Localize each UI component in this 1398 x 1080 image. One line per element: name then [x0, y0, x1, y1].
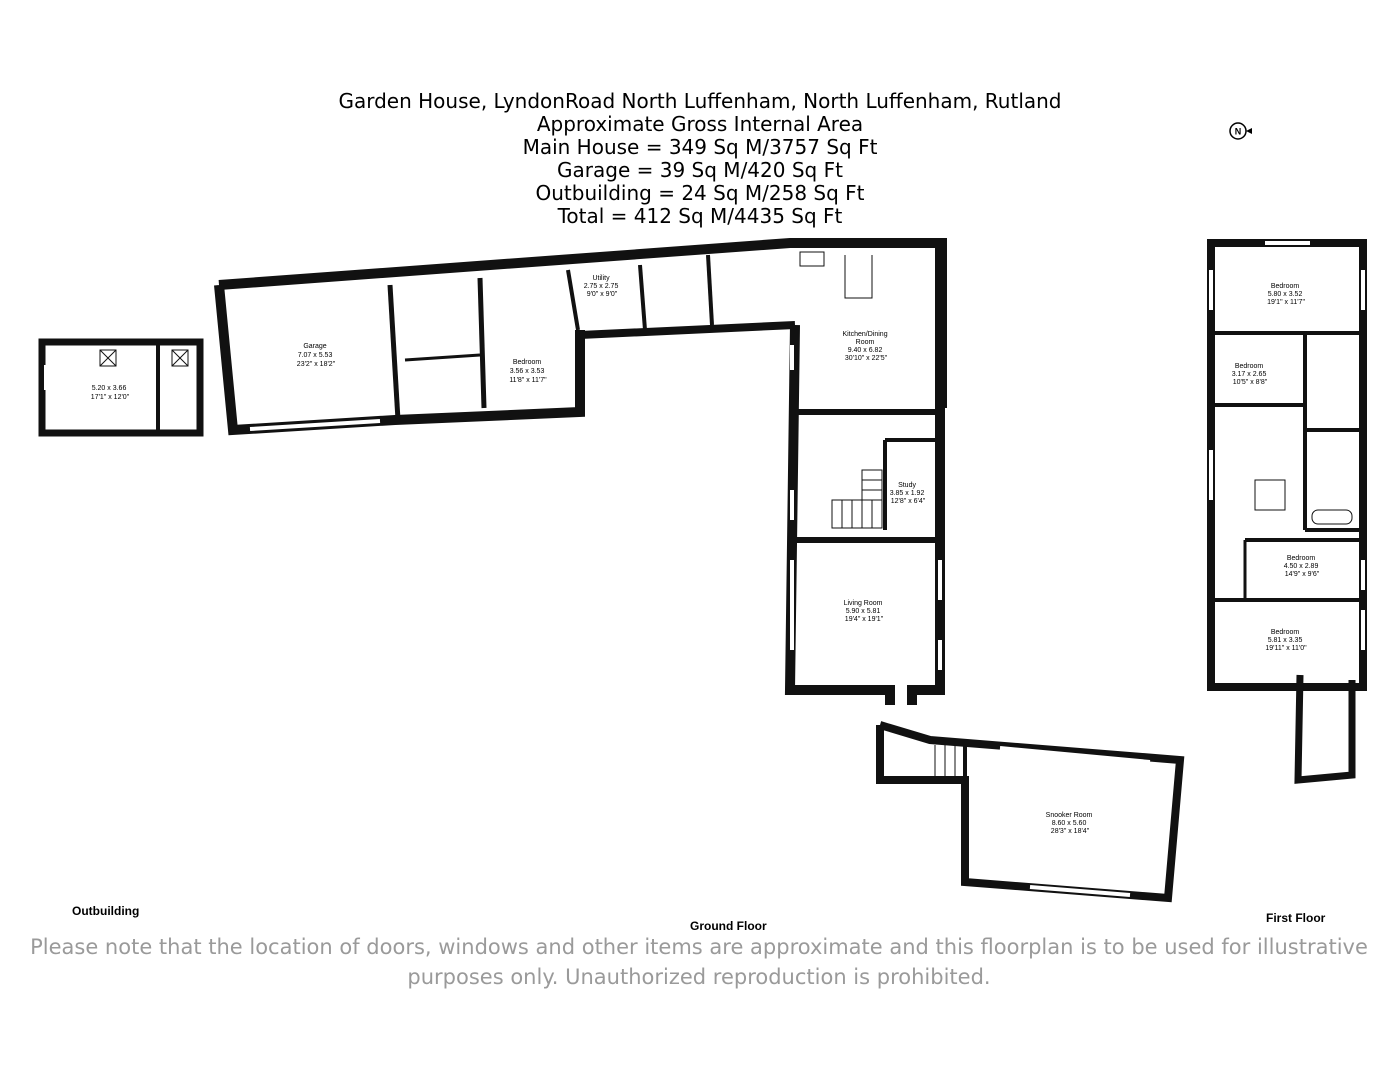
- garage-label: Garage 7.07 x 5.53 23'2" x 18'2": [297, 343, 336, 368]
- disclaimer-text: Please note that the location of doors, …: [20, 932, 1378, 992]
- first-bedroom-4-label: Bedroom 5.81 x 3.35 19'11" x 11'0": [1265, 629, 1307, 652]
- utility-label: Utility 2.75 x 2.75 9'0" x 9'0": [584, 275, 621, 298]
- disclaimer-line-1: Please note that the location of doors, …: [30, 935, 1368, 959]
- first-bedroom-2-label: Bedroom 3.17 x 2.65 10'5" x 8'8": [1232, 363, 1269, 386]
- outbuilding-floor-label: Outbuilding: [72, 904, 140, 918]
- plan-header: Garden House, LyndonRoad North Luffenham…: [300, 90, 1100, 228]
- disclaimer-line-2: purposes only. Unauthorized reproduction…: [407, 965, 991, 989]
- compass-label: N: [1235, 127, 1242, 137]
- first-bedroom-1-label: Bedroom 5.80 x 3.52 19'1" x 11'7": [1267, 283, 1305, 306]
- ground-floor-label: Ground Floor: [690, 919, 767, 933]
- study-label: Study 3.85 x 1.92 12'8" x 6'4": [890, 482, 927, 505]
- first-floor-label: First Floor: [1266, 911, 1326, 925]
- kitchen-dining-label: Kitchen/Dining Room 9.40 x 6.82 30'10" x…: [842, 331, 889, 362]
- living-room-label: Living Room 5.90 x 5.81 19'4" x 19'1": [844, 600, 885, 623]
- snooker-room-label: Snooker Room 8.60 x 5.60 28'3" x 18'4": [1046, 812, 1095, 835]
- address-line: Garden House, LyndonRoad North Luffenham…: [338, 89, 1062, 113]
- area-title: Approximate Gross Internal Area: [536, 112, 864, 136]
- total-area: Total = 412 Sq M/4435 Sq Ft: [557, 204, 843, 228]
- ground-bedroom-label: Bedroom 3.56 x 3.53 11'8" x 11'7": [509, 359, 547, 384]
- outbuilding-room-label: 5.20 x 3.66 17'1" x 12'0": [91, 385, 130, 401]
- outbuilding-walls: [38, 338, 204, 437]
- garage-area: Garage = 39 Sq M/420 Sq Ft: [557, 158, 843, 182]
- outbuilding-area: Outbuilding = 24 Sq M/258 Sq Ft: [535, 181, 865, 205]
- main-house-area: Main House = 349 Sq M/3757 Sq Ft: [522, 135, 878, 159]
- north-arrow-icon: N: [1229, 122, 1252, 140]
- first-floor-walls: [1207, 239, 1367, 691]
- first-bedroom-3-label: Bedroom 4.50 x 2.89 14'9" x 9'6": [1284, 555, 1321, 578]
